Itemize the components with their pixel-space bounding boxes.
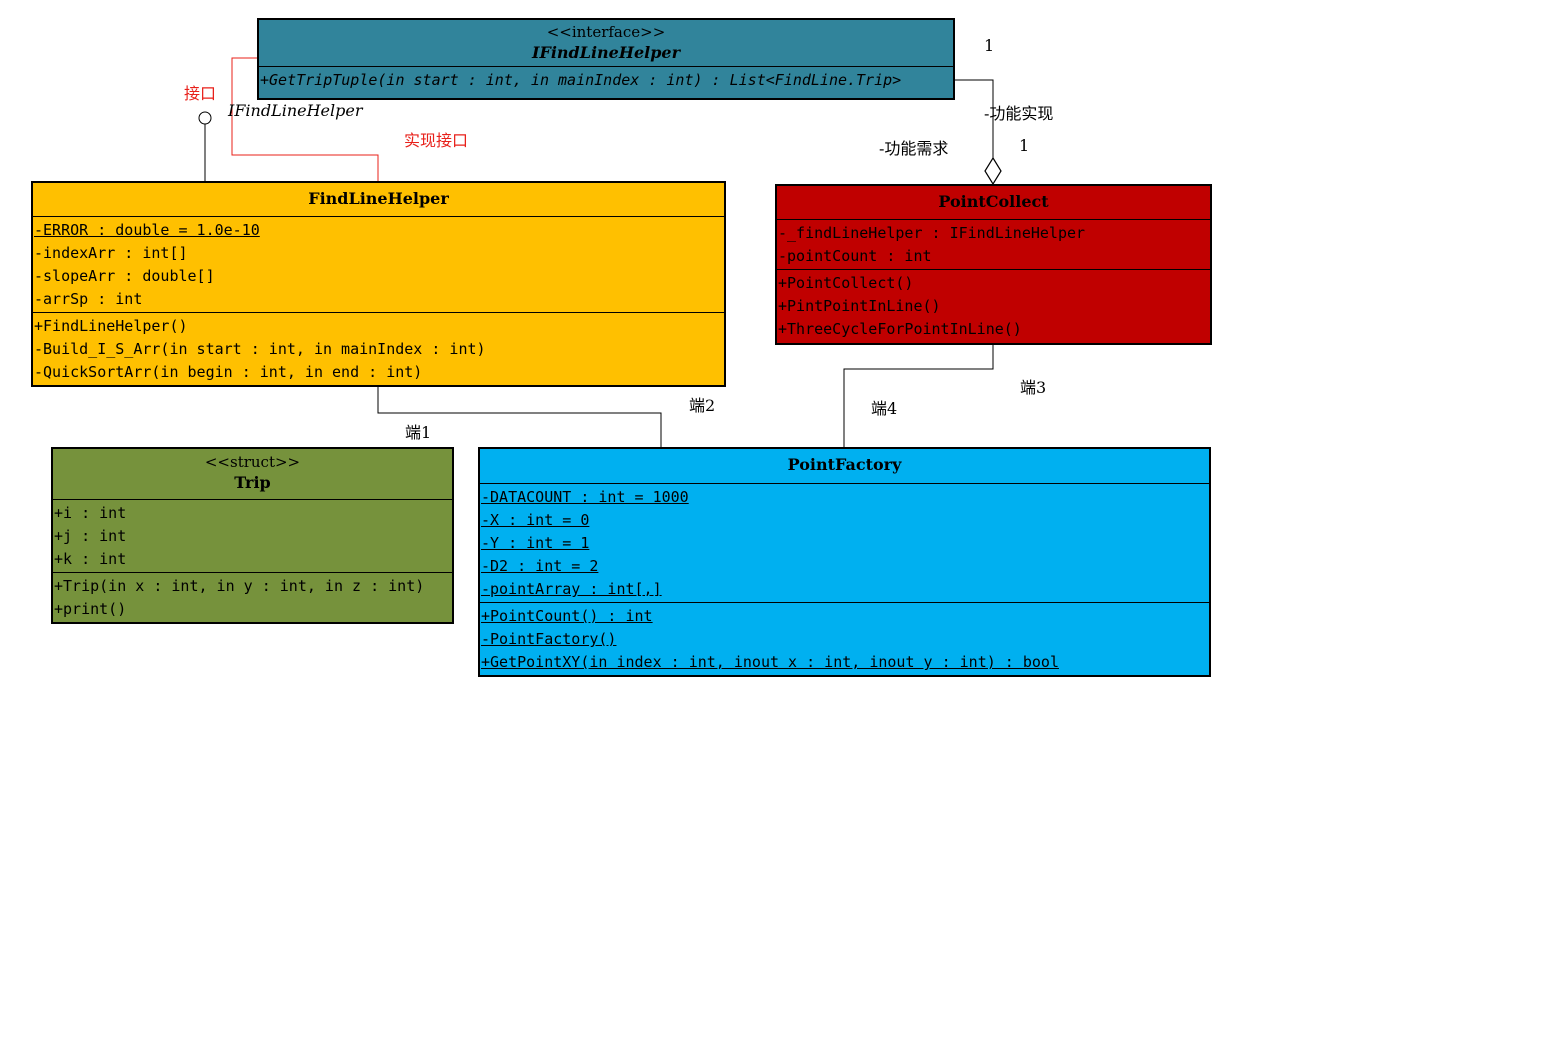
pointfactory-attr: -DATACOUNT : int = 1000 [481,488,689,506]
findlinehelper-attr: -arrSp : int [34,290,143,308]
trip-attributes: +i : int +j : int +k : int [53,500,452,573]
findlinehelper-method: +FindLineHelper() [34,317,188,335]
end-label-3: 端3 [1020,378,1047,397]
trip-name: Trip [234,473,271,492]
interface-stereotype: <<interface>> [546,23,666,41]
findlinehelper-method: -Build_I_S_Arr(in start : int, in mainIn… [34,340,486,358]
pointfactory-attributes: -DATACOUNT : int = 1000 -X : int = 0 -Y … [480,484,1209,603]
trip-header: <<struct>> Trip [53,449,452,500]
trip-method: +print() [54,600,127,618]
association-line-1 [377,387,662,448]
interface-name: IFindLineHelper [531,43,681,62]
trip-attr: +k : int [54,550,127,568]
multiplicity-top: 1 [984,36,995,55]
pointfactory-attr: -D2 : int = 2 [481,557,599,575]
pointcollect-method: +PintPointInLine() [778,297,941,315]
findlinehelper-name: FindLineHelper [308,189,449,208]
trip-methods: +Trip(in x : int, in y : int, in z : int… [53,573,452,622]
multiplicity-bottom: 1 [1019,136,1030,155]
pointcollect-header: PointCollect [777,186,1210,220]
findlinehelper-attr: -slopeArr : double[] [34,267,215,285]
pointfactory-header: PointFactory [480,449,1209,484]
findlinehelper-methods: +FindLineHelper() -Build_I_S_Arr(in star… [33,313,724,385]
pointcollect-attributes: -_findLineHelper : IFindLineHelper -poin… [777,220,1210,270]
findlinehelper-attr: -ERROR : double = 1.0e-10 [34,221,260,239]
pointcollect-method: +PointCollect() [778,274,914,292]
interface-ifindlinehelper[interactable]: <<interface>> IFindLineHelper +GetTripTu… [257,18,955,100]
findlinehelper-method: -QuickSortArr(in begin : int, in end : i… [34,363,423,381]
pointfactory-method: -PointFactory() [481,630,617,648]
pointfactory-method: +GetPointXY(in index : int, inout x : in… [481,653,1059,671]
pointfactory-name: PointFactory [787,455,902,474]
struct-trip[interactable]: <<struct>> Trip +i : int +j : int +k : i… [51,447,454,624]
class-findlinehelper[interactable]: FindLineHelper -ERROR : double = 1.0e-10… [31,181,726,387]
interface-method: +GetTripTuple(in start : int, in mainInd… [260,71,902,89]
pointfactory-attr: -X : int = 0 [481,511,590,529]
aggregation-line [954,79,994,158]
interface-port-label: 接口 [184,84,217,103]
trip-stereotype: <<struct>> [204,453,301,471]
association-line-2 [843,344,994,448]
end-label-4: 端4 [871,399,898,418]
class-pointcollect[interactable]: PointCollect -_findLineHelper : IFindLin… [775,184,1212,345]
interface-methods: +GetTripTuple(in start : int, in mainInd… [259,67,953,93]
pointcollect-methods: +PointCollect() +PintPointInLine() +Thre… [777,270,1210,342]
end-label-2: 端2 [689,396,716,415]
end-label-1: 端1 [405,423,432,442]
findlinehelper-header: FindLineHelper [33,183,724,217]
pointcollect-method: +ThreeCycleForPointInLine() [778,320,1022,338]
pointfactory-attr: -Y : int = 1 [481,534,590,552]
role-func-impl: -功能实现 [984,104,1054,123]
class-pointfactory[interactable]: PointFactory -DATACOUNT : int = 1000 -X … [478,447,1211,677]
findlinehelper-attributes: -ERROR : double = 1.0e-10 -indexArr : in… [33,217,724,313]
pointfactory-method: +PointCount() : int [481,607,653,625]
findlinehelper-attr: -indexArr : int[] [34,244,188,262]
pointcollect-attr: -_findLineHelper : IFindLineHelper [778,224,1086,242]
role-func-need: -功能需求 [879,139,949,158]
pointfactory-attr: -pointArray : int[,] [481,580,662,598]
trip-method: +Trip(in x : int, in y : int, in z : int… [54,577,425,595]
realization-line [231,57,379,181]
pointfactory-methods: +PointCount() : int -PointFactory() +Get… [480,603,1209,675]
interface-header: <<interface>> IFindLineHelper [259,20,953,67]
interface-name-label: IFindLineHelper [228,101,363,120]
trip-attr: +j : int [54,527,127,545]
aggregation-diamond [984,156,1002,186]
realize-label: 实现接口 [404,131,469,150]
trip-attr: +i : int [54,504,127,522]
pointcollect-name: PointCollect [938,192,1049,211]
lollipop-circle [198,111,212,125]
pointcollect-attr: -pointCount : int [778,247,932,265]
